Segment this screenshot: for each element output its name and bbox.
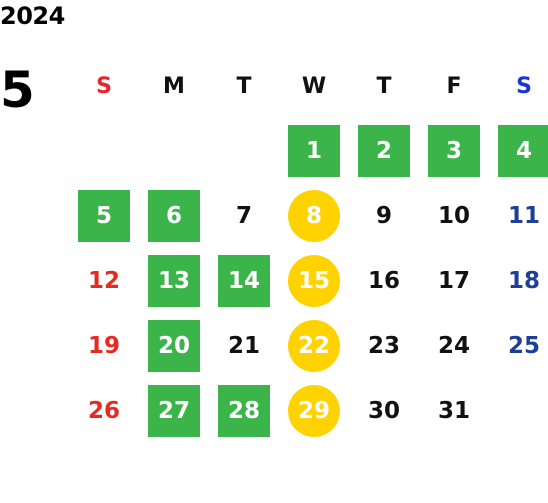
day-cell[interactable]: 20 [148,320,200,372]
day-number: 19 [87,333,120,359]
month-number: 5 [0,61,35,119]
day-number: 21 [227,333,260,359]
weekday-header-tuesday: T [236,73,252,99]
day-cell[interactable]: 18 [498,255,548,307]
day-number: 1 [305,138,322,164]
day-number: 22 [297,333,330,359]
day-number: 7 [235,203,252,229]
day-cell[interactable]: 27 [148,385,200,437]
day-number: 29 [297,398,330,424]
day-cell[interactable]: 14 [218,255,270,307]
day-number: 2 [375,138,392,164]
day-cell[interactable]: 21 [218,320,270,372]
day-cell[interactable]: 31 [428,385,480,437]
day-cell[interactable]: 11 [498,190,548,242]
day-number: 28 [227,398,260,424]
day-number: 20 [157,333,190,359]
day-cell[interactable]: 23 [358,320,410,372]
day-cell[interactable]: 7 [218,190,270,242]
weekday-header-saturday: S [516,73,532,99]
day-number: 5 [95,203,112,229]
day-number: 26 [87,398,120,424]
weekday-header-wednesday: W [301,73,327,99]
week-row: 26 27 28 29 30 31 [68,385,548,437]
day-cell[interactable]: 8 [288,190,340,242]
day-cell[interactable]: 1 [288,125,340,177]
weekday-header-sunday: S [96,73,112,99]
day-cell[interactable]: 4 [498,125,548,177]
day-cell[interactable]: 16 [358,255,410,307]
day-cell[interactable]: 13 [148,255,200,307]
day-cell[interactable]: 12 [78,255,130,307]
empty-day-cell [78,125,130,177]
day-number: 18 [507,268,540,294]
empty-day-cell [148,125,200,177]
day-cell[interactable]: 19 [78,320,130,372]
day-number: 4 [515,138,532,164]
day-number: 6 [165,203,182,229]
week-row: 19 20 21 22 23 24 25 [68,320,548,372]
empty-day-cell [218,125,270,177]
day-number: 3 [445,138,462,164]
day-cell[interactable]: 6 [148,190,200,242]
weekday-header-thursday: T [376,73,392,99]
day-number: 27 [157,398,190,424]
day-number: 24 [437,333,470,359]
day-number: 13 [157,268,190,294]
day-number: 16 [367,268,400,294]
day-cell[interactable]: 22 [288,320,340,372]
year-label: 2024 [0,2,65,30]
day-cell[interactable]: 9 [358,190,410,242]
day-cell[interactable]: 28 [218,385,270,437]
day-cell[interactable]: 25 [498,320,548,372]
day-number: 8 [305,203,322,229]
day-number: 25 [507,333,540,359]
weekday-header-monday: M [163,73,185,99]
day-cell[interactable]: 17 [428,255,480,307]
day-number: 14 [227,268,260,294]
day-number: 23 [367,333,400,359]
day-number: 11 [507,203,540,229]
day-number: 9 [375,203,392,229]
day-number: 15 [297,268,330,294]
day-number: 17 [437,268,470,294]
day-cell[interactable]: 24 [428,320,480,372]
week-row: 1 2 3 4 [68,125,548,177]
week-row: 12 13 14 15 16 17 18 [68,255,548,307]
day-cell[interactable]: 5 [78,190,130,242]
day-number: 10 [437,203,470,229]
day-cell[interactable]: 10 [428,190,480,242]
day-cell[interactable]: 3 [428,125,480,177]
day-cell[interactable]: 26 [78,385,130,437]
week-row: 5 6 7 8 9 10 11 [68,190,548,242]
weekday-header-friday: F [446,73,462,99]
empty-day-cell [498,385,548,437]
day-cell[interactable]: 30 [358,385,410,437]
day-cell[interactable]: 29 [288,385,340,437]
day-cell[interactable]: 2 [358,125,410,177]
day-number: 31 [437,398,470,424]
day-number: 30 [367,398,400,424]
day-cell[interactable]: 15 [288,255,340,307]
day-number: 12 [87,268,120,294]
